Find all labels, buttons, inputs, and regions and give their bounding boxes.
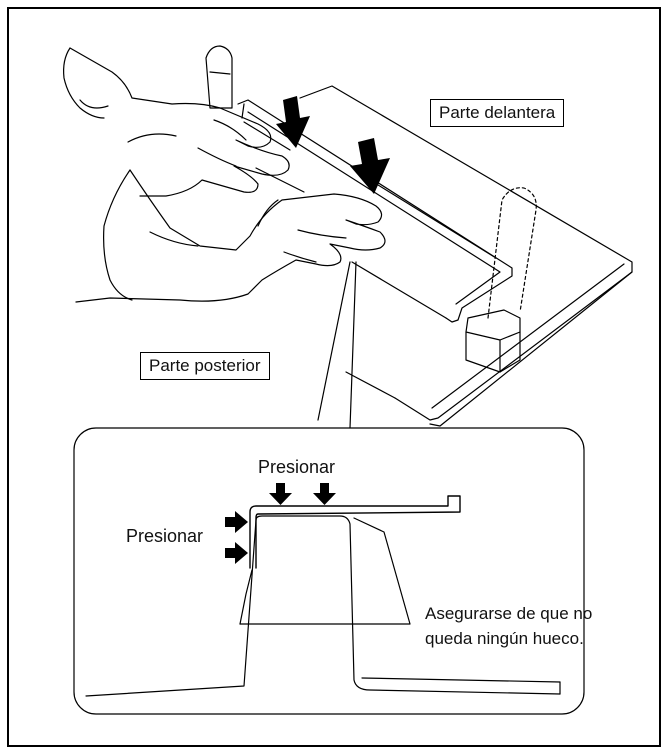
- gap-note-line1: Asegurarse de que no: [425, 604, 593, 623]
- left-hand: [69, 47, 290, 197]
- right-arrow-icon: [225, 511, 248, 533]
- down-arrow-icon: [313, 483, 336, 505]
- cover-profile: [249, 495, 461, 569]
- cover-rail: [237, 99, 513, 323]
- stand-post: [205, 45, 233, 109]
- press-side-label: Presionar: [126, 526, 204, 546]
- right-arrow-icon: [225, 542, 248, 564]
- leader-line-right: [349, 261, 357, 429]
- front-post-dashed: [487, 187, 537, 319]
- front-label: Parte delantera: [430, 99, 565, 127]
- gap-note-line2: queda ningún hueco.: [425, 629, 584, 648]
- rear-label: Parte posterior: [140, 352, 270, 380]
- figure-frame: [7, 7, 661, 747]
- detail-box: [73, 427, 585, 715]
- base-tray: [299, 85, 633, 421]
- right-hand: [75, 169, 386, 303]
- down-arrow-icon: [276, 96, 310, 148]
- press-top-label: Presionar: [258, 457, 336, 477]
- down-arrow-icon: [269, 483, 292, 505]
- gap-note: Asegurarse de que no queda ningún hueco.: [425, 601, 592, 651]
- down-arrow-icon: [350, 138, 390, 194]
- block-profile: [85, 515, 561, 697]
- leader-line-left: [317, 261, 351, 421]
- gap-leader-left: [239, 569, 253, 625]
- gap-leader-right: [239, 517, 411, 625]
